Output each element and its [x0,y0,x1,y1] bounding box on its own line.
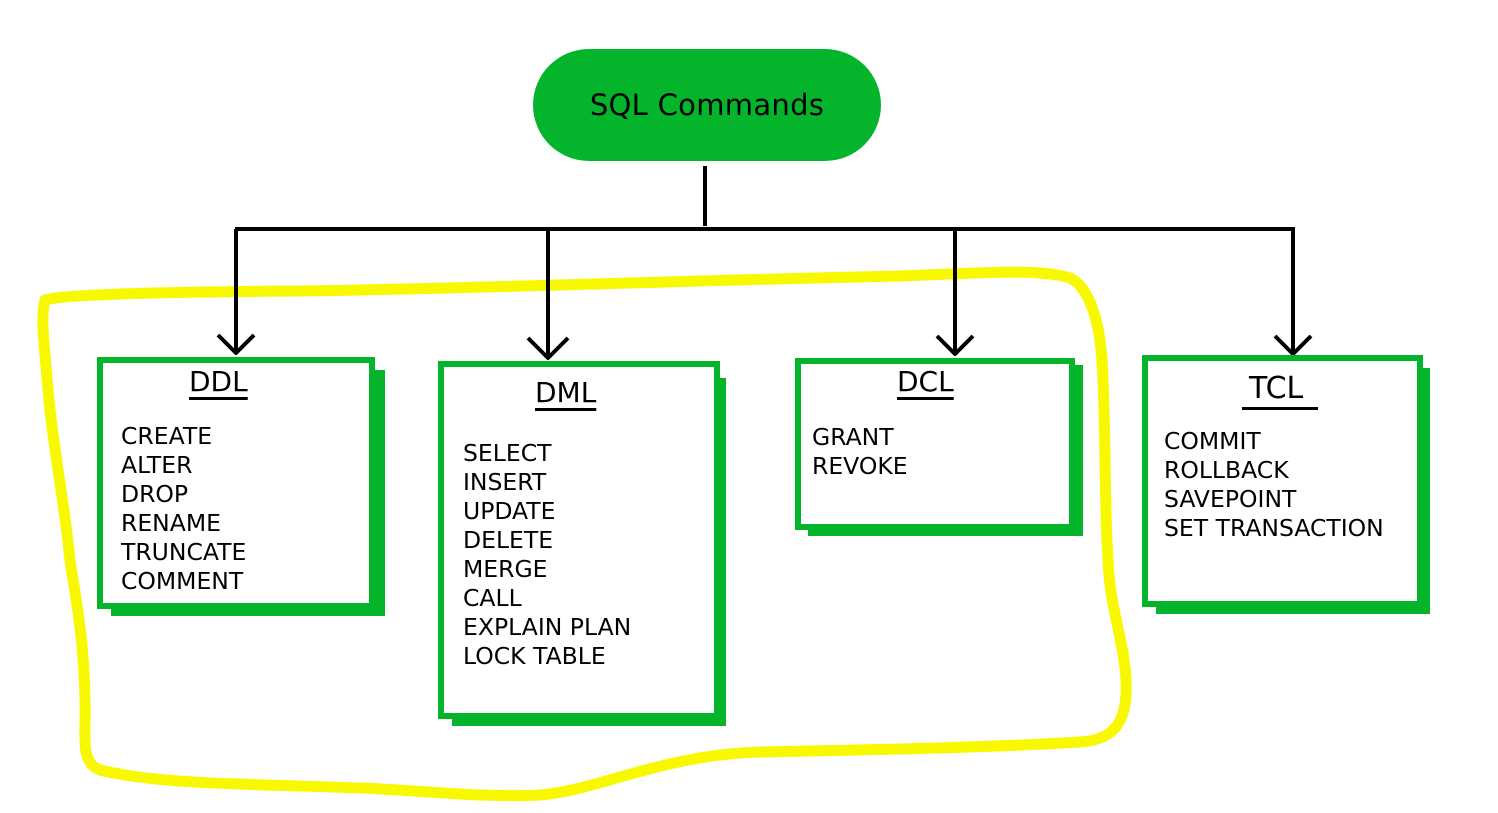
ddl-command: CREATE [121,422,213,450]
dml-title: DML [535,376,597,409]
dcl-command: GRANT [812,423,894,451]
tcl-command: SAVEPOINT [1164,485,1297,513]
ddl-arrowhead [216,333,256,355]
tcl-command: SET TRANSACTION [1164,514,1384,542]
tcl-arrowhead [1273,334,1313,356]
tcl-box [1142,355,1423,607]
tcl-title: TCL [1249,371,1304,406]
highlight-outline [37,266,1132,802]
root-label: SQL Commands [589,88,825,122]
ddl-command: RENAME [121,509,221,537]
dml-command: MERGE [463,555,548,583]
ddl-command: ALTER [121,451,193,479]
dml-command: EXPLAIN PLAN [463,613,632,641]
dcl-command-list: GRANT REVOKE [812,423,908,481]
dml-command: CALL [463,584,522,612]
dml-command: LOCK TABLE [463,642,606,670]
ddl-command: DROP [121,480,189,508]
dcl-arrowhead [935,334,975,356]
tcl-title-rule [1242,407,1318,410]
root-node: SQL Commands [533,49,881,161]
dml-command-list: SELECT INSERT UPDATE DELETE MERGE CALL E… [463,439,631,671]
tcl-command: ROLLBACK [1164,456,1289,484]
ddl-title: DDL [189,365,248,398]
ddl-command-list: CREATE ALTER DROP RENAME TRUNCATE COMMEN… [121,422,246,596]
dml-command: SELECT [463,439,552,467]
ddl-command: COMMENT [121,567,244,595]
dml-command: DELETE [463,526,554,554]
dml-box [438,361,720,719]
ddl-box [97,357,375,609]
tcl-command: COMMIT [1164,427,1261,455]
dml-arrowhead [526,336,570,360]
dml-command: INSERT [463,468,547,496]
tcl-command-list: COMMIT ROLLBACK SAVEPOINT SET TRANSACTIO… [1164,427,1384,543]
ddl-command: TRUNCATE [121,538,247,566]
dcl-command: REVOKE [812,452,908,480]
dcl-box [795,358,1075,530]
dml-command: UPDATE [463,497,556,525]
dcl-title: DCL [897,365,954,398]
